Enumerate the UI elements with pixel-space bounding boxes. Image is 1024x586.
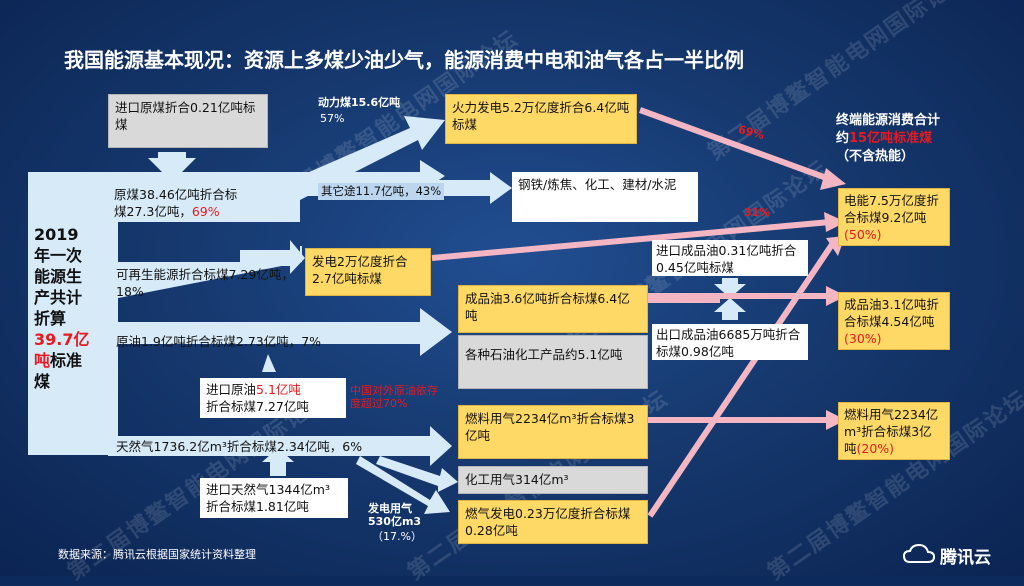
page-title: 我国能源基本现况：资源上多煤少油少气，能源消费中电和油气各占一半比例 bbox=[64, 48, 744, 72]
import-coal-box: 进口原煤折合0.21亿吨标煤 bbox=[108, 94, 268, 148]
electric-consumption-pct: (50%) bbox=[844, 227, 882, 242]
renewable-share-label: 31% bbox=[744, 206, 771, 219]
refined-oil-box: 成品油3.6亿吨折合标煤6.4亿吨 bbox=[458, 285, 648, 333]
power-coal-label: 动力煤15.6亿吨 bbox=[318, 96, 401, 109]
thermal-to-electric-line bbox=[638, 107, 834, 183]
import-oil-prefix: 进口原油 bbox=[206, 382, 257, 397]
coal-source-label: 原煤38.46亿吨折合标煤27.3亿吨， bbox=[114, 187, 238, 219]
logo: 腾讯云 bbox=[902, 540, 1012, 570]
total-line5: 折算 bbox=[34, 309, 67, 328]
petrochem-box: 各种石油化工产品约5.1亿吨 bbox=[458, 335, 648, 389]
total-line1: 2019 bbox=[34, 225, 79, 244]
oil-dependency-label: 中国对外原油依存度超过70% bbox=[350, 384, 438, 410]
oil-arrow bbox=[108, 308, 452, 356]
electric-arrowhead-1 bbox=[820, 168, 846, 190]
coal-source-text: 原煤38.46亿吨折合标煤27.3亿吨，69% bbox=[114, 186, 249, 220]
logo-text: 腾讯云 bbox=[940, 548, 991, 568]
import-coal-arrow bbox=[148, 152, 196, 182]
consumption-header-prefix: 约 bbox=[836, 131, 850, 146]
consumption-header-line3: （不含热能） bbox=[836, 149, 915, 164]
gas-power-arrow bbox=[356, 456, 450, 514]
electric-consumption-box: 电能7.5万亿度折合标煤9.2亿吨 (50%) bbox=[838, 188, 950, 246]
consumption-header-value: 15亿吨标准煤 bbox=[849, 131, 933, 146]
total-line3: 能源生 bbox=[34, 267, 83, 286]
consumption-header-line1: 终端能源消费合计 bbox=[836, 113, 941, 128]
source-body-arrow bbox=[28, 160, 445, 455]
oil-consumption-pct: (30%) bbox=[844, 331, 882, 346]
consumption-header: 终端能源消费合计 约15亿吨标准煤 （不含热能） bbox=[836, 112, 940, 166]
total-line4: 产共计 bbox=[34, 288, 83, 307]
oil-arrowhead bbox=[826, 286, 846, 306]
import-gas-box: 进口天然气1344亿m³折合标煤1.81亿吨 bbox=[200, 478, 348, 518]
gas-chem-arrow bbox=[376, 456, 458, 492]
import-oil-value: 5.1亿吨 bbox=[256, 382, 301, 397]
total-production-box: 2019 年一次 能源生 产共计 折算 39.7亿 吨标准 煤 bbox=[30, 222, 104, 412]
gas-power-box: 燃气发电0.23万亿度折合标煤0.28亿吨 bbox=[458, 500, 648, 544]
gas-power-pct: （17.%） bbox=[372, 530, 422, 543]
gas-consumption-text: 燃料用气2234亿m³折合标煤3亿吨 bbox=[844, 407, 939, 456]
gas-fuel-box: 燃料用气2234亿m³折合标煤3亿吨 bbox=[458, 405, 648, 459]
oil-source-text: 原油1.9亿吨折合标煤2.73亿吨，7% bbox=[116, 334, 322, 349]
import-refined-arrow bbox=[714, 278, 746, 298]
electric-arrowhead-2 bbox=[824, 212, 846, 232]
total-line2: 年一次 bbox=[34, 246, 83, 265]
thermal-power-box: 火力发电5.2万亿度折合6.4亿吨标煤 bbox=[445, 94, 637, 144]
gas-chem-box: 化工用气314亿m³ bbox=[458, 466, 648, 494]
gas-consumption-pct: (20%) bbox=[856, 441, 895, 456]
import-oil-box: 进口原油5.1亿吨 折合标煤7.27亿吨 bbox=[200, 378, 346, 418]
gas-arrowhead bbox=[826, 410, 846, 430]
oil-consumption-box: 成品油3.1亿吨折合标煤4.54亿吨 (30%) bbox=[838, 292, 950, 350]
gas-source-text: 天然气1736.2亿m³折合标煤2.34亿吨，6% bbox=[116, 439, 363, 454]
total-unit-line: 吨标准 bbox=[34, 350, 100, 371]
gas-power-to-electric-line bbox=[647, 238, 838, 518]
coal-source-pct: 69% bbox=[191, 204, 220, 219]
source-note: 数据来源：腾讯云根据国家统计资料整理 bbox=[58, 548, 256, 561]
gas-arrow bbox=[108, 426, 452, 466]
total-line-last: 煤 bbox=[34, 372, 51, 391]
export-refined-box: 出口成品油6685万吨折合标煤0.98亿吨 bbox=[652, 324, 808, 360]
import-oil-arrow bbox=[262, 354, 276, 372]
oil-consumption-text: 成品油3.1亿吨折合标煤4.54亿吨 bbox=[844, 297, 939, 329]
cloud-icon bbox=[902, 543, 936, 563]
gas-power-label: 发电用气530亿m3 bbox=[368, 502, 422, 528]
coal-arrow bbox=[108, 176, 300, 222]
renewable-arrow bbox=[108, 246, 302, 300]
gas-consumption-box: 燃料用气2234亿m³折合标煤3亿吨(20%) bbox=[838, 402, 950, 460]
total-unit-red: 吨 bbox=[34, 351, 51, 370]
other-coal-label: 其它途11.7亿吨，43% bbox=[318, 183, 445, 200]
import-oil-suffix: 折合标煤7.27亿吨 bbox=[206, 399, 309, 414]
renewable-power-box: 发电2万亿度折合2.7亿吨标煤 bbox=[305, 248, 431, 296]
import-refined-box: 进口成品油0.31亿吨折合0.45亿吨标煤 bbox=[652, 240, 808, 276]
renewable-to-electric-line bbox=[431, 219, 831, 261]
total-value: 39.7亿 bbox=[34, 330, 90, 349]
power-coal-pct: 57% bbox=[320, 112, 345, 125]
export-refined-arrow bbox=[714, 298, 746, 320]
import-gas-arrow bbox=[262, 448, 294, 476]
renewable-source-text: 可再生能源折合标煤7.29亿吨，18% bbox=[116, 267, 294, 299]
power-coal-arrow bbox=[300, 116, 445, 200]
renewable-arrow-head bbox=[240, 240, 305, 274]
electric-consumption-text: 电能7.5万亿度折合标煤9.2亿吨 bbox=[844, 193, 939, 225]
consumption-header-line2: 约15亿吨标准煤 bbox=[836, 130, 940, 148]
industry-box: 钢铁/炼焦、化工、建材/水泥 bbox=[512, 172, 698, 222]
total-unit: 标准 bbox=[50, 351, 83, 370]
